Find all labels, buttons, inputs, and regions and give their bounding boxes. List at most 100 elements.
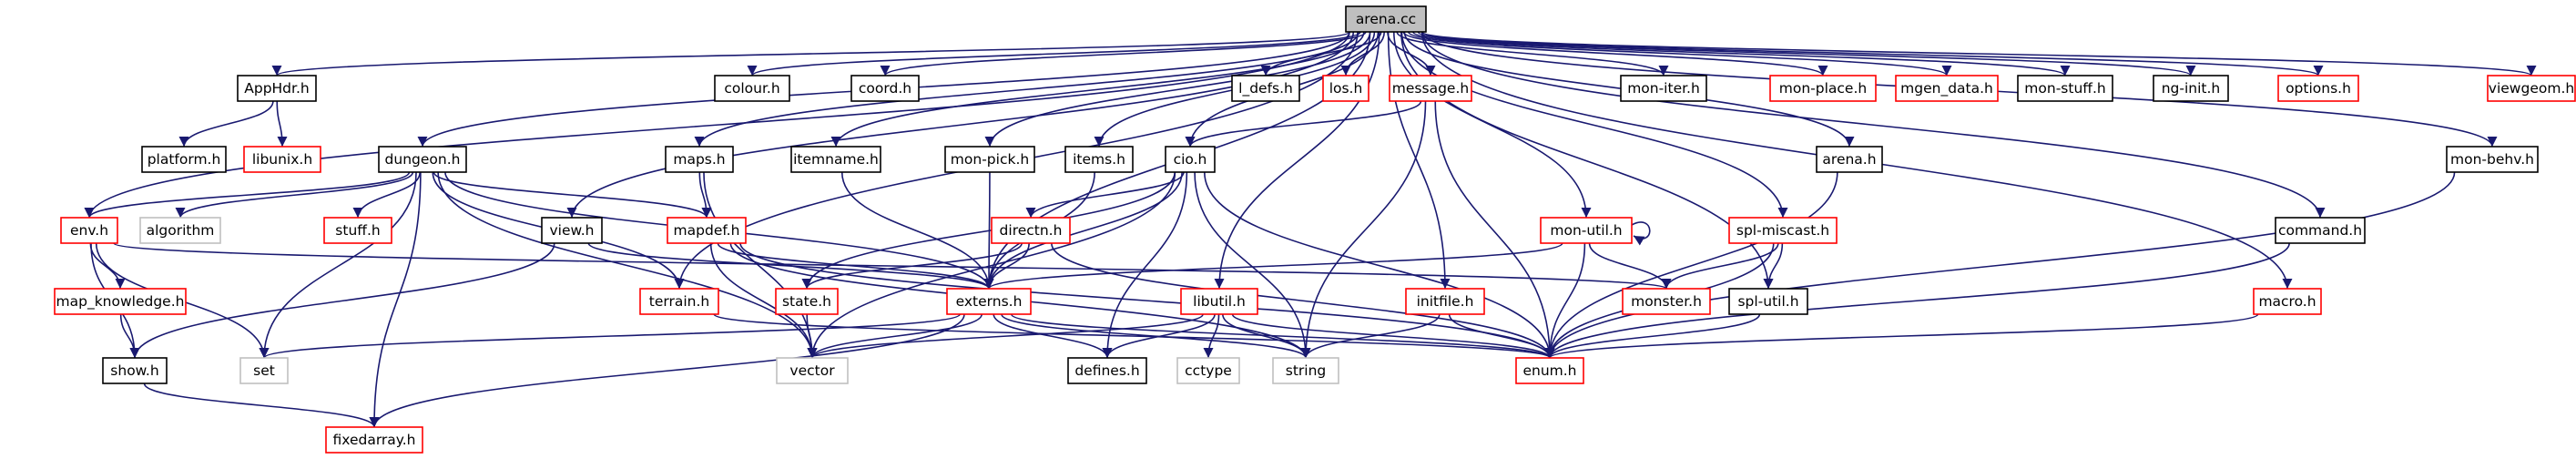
edge-arena_cc-to-mon_iter_h [1396,31,1669,76]
node-items_h[interactable]: items.h [1064,146,1134,173]
edge-directn_h-to-enum_h [1051,242,1555,359]
node-label-mon_stuff_h: mon-stuff.h [2024,80,2105,97]
edge-externs_h-to-enum_h [1010,313,1555,359]
node-stuff_h[interactable]: stuff.h [323,217,392,244]
node-mon_pick_h[interactable]: mon-pick.h [944,146,1035,173]
node-mon_stuff_h[interactable]: mon-stuff.h [2017,75,2113,102]
edge-libutil_h-to-defines_h [1102,313,1216,359]
node-label-command_h: command.h [2278,222,2362,239]
node-label-spl_miscast_h: spl-miscast.h [1736,222,1829,239]
node-label-dungeon_h: dungeon.h [385,151,461,168]
edge-directn_h-to-state_h [801,242,1023,290]
edge-externs_h-to-set [259,313,961,359]
node-mon_behv_h[interactable]: mon-behv.h [2446,146,2539,173]
node-l_defs_h[interactable]: l_defs.h [1231,75,1300,102]
node-cio_h[interactable]: cio.h [1165,146,1216,173]
node-label-itemname_h: itemname.h [793,151,879,168]
node-arena_h[interactable]: arena.h [1816,146,1883,173]
edge-cio_h-to-defines_h [1102,171,1188,359]
node-coord_h[interactable]: coord.h [850,75,920,102]
node-view_h[interactable]: view.h [541,217,603,244]
node-label-view_h: view.h [549,222,594,239]
edge-arena_cc-to-mgen_data_h [1407,31,1952,76]
node-platform_h[interactable]: platform.h [141,146,227,173]
node-label-platform_h: platform.h [148,151,221,168]
node-label-arena_cc: arena.cc [1356,11,1416,27]
node-box-spl_miscast_h [1728,217,1838,244]
node-box-apphdr_h [237,75,317,102]
node-itemname_h[interactable]: itemname.h [790,146,881,173]
edge-mapdef_h-to-externs_h [717,242,994,290]
edge-itemname_h-to-externs_h [840,171,994,290]
edge-spl_util_h-to-enum_h [1544,313,1761,359]
edge-view_h-to-show_h [129,242,555,359]
edge-arena_cc-to-itemname_h [830,31,1365,148]
node-libutil_h[interactable]: libutil.h [1180,288,1258,315]
node-label-mon_iter_h: mon-iter.h [1627,80,1700,97]
node-mon_place_h[interactable]: mon-place.h [1769,75,1877,102]
node-enum_h[interactable]: enum.h [1515,357,1584,384]
node-label-options_h: options.h [2286,80,2351,97]
node-label-message_h: message.h [1392,80,1469,97]
node-label-state_h: state.h [782,293,831,310]
node-box-dungeon_h [378,146,467,173]
node-libunix_h[interactable]: libunix.h [243,146,321,173]
node-box-mapdef_h [667,217,747,244]
node-box-itemname_h [790,146,881,173]
node-apphdr_h[interactable]: AppHdr.h [237,75,317,102]
node-command_h[interactable]: command.h [2275,217,2366,244]
node-algorithm: algorithm [139,217,221,244]
edge-arena_h-to-enum_h [1544,171,1838,359]
node-ng_init_h[interactable]: ng-init.h [2153,75,2229,102]
node-label-apphdr_h: AppHdr.h [244,80,309,97]
node-string: string [1272,357,1339,384]
node-spl_miscast_h[interactable]: spl-miscast.h [1728,217,1838,244]
node-box-libunix_h [243,146,321,173]
node-spl_util_h[interactable]: spl-util.h [1728,288,1808,315]
node-fixedarray_h[interactable]: fixedarray.h [325,426,423,454]
node-box-macro_h [2253,288,2322,315]
node-monster_h[interactable]: monster.h [1622,288,1711,315]
node-mgen_data_h[interactable]: mgen_data.h [1895,75,1999,102]
node-terrain_h[interactable]: terrain.h [639,288,719,315]
node-mapdef_h[interactable]: mapdef.h [667,217,747,244]
node-directn_h[interactable]: directn.h [991,217,1071,244]
node-maps_h[interactable]: maps.h [665,146,734,173]
node-box-mon_behv_h [2446,146,2539,173]
edge-maps_h-to-mapdef_h [698,171,712,219]
edge-libutil_h-to-vector [807,313,1204,359]
node-macro_h[interactable]: macro.h [2253,288,2322,315]
node-externs_h[interactable]: externs.h [946,288,1032,315]
edge-apphdr_h-to-libunix_h [276,100,288,148]
node-message_h[interactable]: message.h [1389,75,1472,102]
node-los_h[interactable]: los.h [1322,75,1369,102]
node-mon_util_h[interactable]: mon-util.h [1540,217,1633,244]
node-show_h[interactable]: show.h [102,357,168,384]
node-defines_h[interactable]: defines.h [1067,357,1147,384]
edge-spl_miscast_h-to-spl_util_h [1763,242,1784,290]
node-map_knowledge_h[interactable]: map_knowledge.h [54,288,187,315]
edge-mapdef_h-to-vector [709,242,818,359]
node-box-command_h [2275,217,2366,244]
node-options_h[interactable]: options.h [2277,75,2359,102]
edge-cio_h-to-enum_h [1204,171,1555,359]
node-box-mgen_data_h [1895,75,1999,102]
node-dungeon_h[interactable]: dungeon.h [378,146,467,173]
node-env_h[interactable]: env.h [60,217,118,244]
node-box-libutil_h [1180,288,1258,315]
node-label-cctype: cctype [1185,362,1232,379]
node-label-ng_init_h: ng-init.h [2162,80,2221,97]
edge-libutil_h-to-cctype [1203,313,1220,359]
node-viewgeom_h[interactable]: viewgeom.h [2487,75,2576,102]
node-state_h[interactable]: state.h [775,288,839,315]
edge-dungeon_h-to-algorithm [175,171,414,219]
node-arena_cc[interactable]: arena.cc [1345,5,1427,33]
node-label-los_h: los.h [1329,80,1363,97]
node-colour_h[interactable]: colour.h [714,75,790,102]
node-initfile_h[interactable]: initfile.h [1405,288,1485,315]
node-mon_iter_h[interactable]: mon-iter.h [1620,75,1707,102]
node-box-arena_h [1816,146,1883,173]
node-box-mon_iter_h [1620,75,1707,102]
edge-arena_cc-to-coord_h [880,31,1367,76]
node-box-colour_h [714,75,790,102]
